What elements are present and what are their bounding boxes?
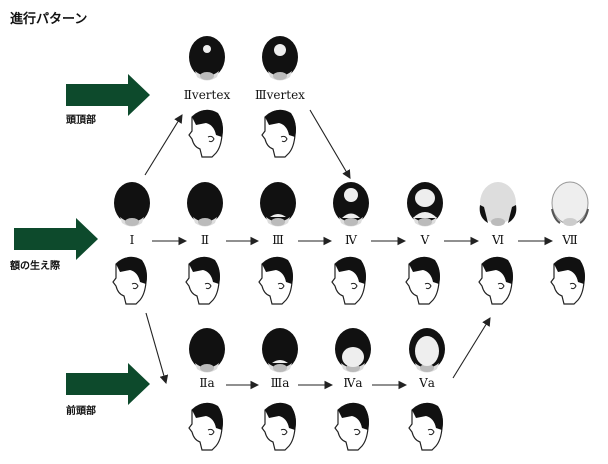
stage-label-main-2: Ⅱ [200,233,210,247]
stage-label-main-7: Ⅶ [562,233,578,247]
head-top-5a [409,328,445,373]
head-side-2vertex [188,109,224,158]
head-side-4a [334,402,370,451]
head-side-2 [185,256,221,305]
head-top-4 [333,182,369,227]
arrow-5a-to-6 [452,317,491,379]
arrow-1-to-2a [145,312,169,385]
arrow-1-to-2vertex [144,114,183,176]
group-arrow-frontal [66,363,150,405]
head-top-3 [260,182,296,227]
head-side-4 [331,256,367,305]
group-label-hairline: 額の生え際 [10,261,60,272]
head-side-5 [405,256,441,305]
stage-label-frontal-4a: Ⅳa [343,376,363,390]
stage-label-frontal-3a: Ⅲa [270,376,290,390]
stage-label-vertex-2: Ⅱvertex [183,88,231,102]
head-top-3a [262,328,298,373]
head-side-3vertex [261,109,297,158]
head-top-1 [114,182,150,227]
head-side-6 [478,256,514,305]
head-side-7 [550,256,586,305]
stage-label-main-6: Ⅵ [491,233,505,247]
head-side-3 [258,256,294,305]
head-side-3a [261,402,297,451]
stage-label-vertex-3: Ⅲvertex [255,88,305,102]
head-side-5a [408,402,444,451]
head-side-2a [188,402,224,451]
stage-label-frontal-5a: Ⅴa [419,376,435,390]
head-side-1 [112,256,148,305]
stage-label-main-1: Ⅰ [129,233,135,247]
group-arrow-hairline [14,218,98,260]
head-top-5 [407,182,443,227]
head-top-2vertex [189,36,225,81]
stage-label-main-4: Ⅳ [345,233,357,247]
arrow-3vertex-to-4 [309,109,351,179]
head-top-2a [189,328,225,373]
head-top-2 [187,182,223,227]
page-title: 進行パターン [10,12,88,27]
stage-label-main-3: Ⅲ [272,233,284,247]
group-label-frontal: 前頭部 [66,406,96,417]
group-arrow-vertex [66,74,150,116]
head-top-4a [335,328,371,373]
stage-label-frontal-2a: Ⅱa [199,376,215,390]
head-top-3vertex [262,36,298,81]
head-top-7 [551,181,589,226]
group-label-vertex: 頭頂部 [66,115,96,126]
head-top-6 [479,182,517,226]
stage-label-main-5: Ⅴ [420,233,430,247]
